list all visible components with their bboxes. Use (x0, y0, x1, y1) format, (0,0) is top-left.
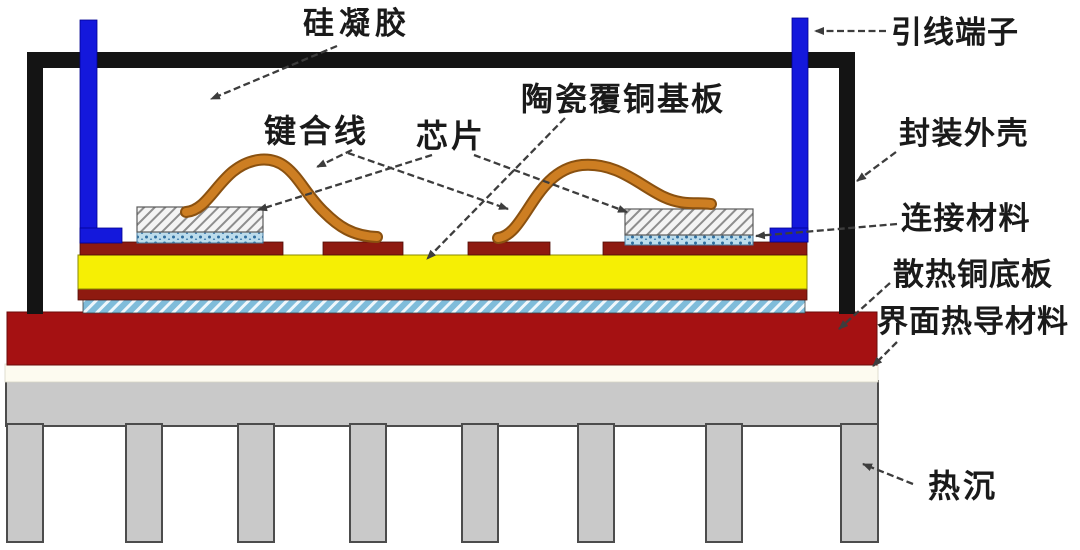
arrow-dbc-substrate (426, 117, 566, 260)
lead-terminal-left (79, 19, 123, 244)
arrow-heat-sink (862, 462, 914, 486)
arrow-bonding-wire-left (316, 148, 353, 169)
annotation-labels: 硅凝胶 引线端子 键合线 芯片 陶瓷覆铜基板 封装外壳 连接材料 散热铜底板 界… (264, 6, 1069, 504)
label-connection-material: 连接材料 (901, 201, 1031, 236)
arrow-connection-material (755, 222, 898, 240)
dbc-top-copper-segment (79, 241, 284, 256)
dbc-bottom-copper (77, 288, 808, 301)
dbc-substrate (77, 241, 808, 301)
heatsink-fin (461, 423, 499, 543)
arrow-chip-right (473, 153, 628, 214)
label-interface-tim: 界面热导材料 (877, 304, 1069, 339)
chip-left-assembly (136, 206, 264, 244)
heatsink (5, 380, 879, 543)
dbc-top-copper-segment (322, 241, 404, 256)
label-dbc-substrate: 陶瓷覆铜基板 (521, 81, 725, 117)
lead-terminal-right-post (791, 17, 809, 243)
label-chip: 芯片 (416, 118, 486, 154)
package-shell-top (27, 52, 855, 68)
package-shell (27, 52, 855, 314)
tim-layer (4, 363, 879, 383)
label-heat-sink: 热沉 (928, 468, 998, 504)
chip-right (624, 208, 754, 236)
copper-baseplate-layer (6, 311, 878, 366)
substrate-solder-layer (82, 298, 806, 314)
heatsink-fin (349, 423, 387, 543)
heatsink-fin (840, 423, 879, 543)
arrow-interface-tim (872, 341, 898, 367)
bond-wire-right-core (494, 160, 715, 242)
arrow-copper-baseplate (838, 282, 891, 330)
label-silicone-gel: 硅凝胶 (303, 6, 411, 41)
chip-right-assembly (624, 208, 754, 246)
bond-wire-left (180, 153, 383, 243)
lead-terminal-left-post (79, 19, 98, 244)
label-bonding-wire: 键合线 (264, 113, 369, 149)
package-shell-right-wall (839, 52, 855, 314)
die-solder-right (624, 233, 754, 246)
package-shell-left-wall (27, 52, 43, 314)
bond-wire-left-core (182, 155, 381, 241)
heatsink-fin (6, 423, 44, 543)
label-package-shell: 封装外壳 (899, 116, 1029, 151)
heatsink-base (5, 380, 879, 427)
arrow-package-shell (856, 151, 897, 182)
dbc-ceramic-layer (77, 254, 808, 290)
heatsink-fin (705, 423, 743, 543)
die-solder-left (136, 230, 264, 244)
arrow-silicone-gel (210, 44, 338, 101)
heatsink-fin (125, 423, 163, 543)
bond-wire-right (492, 158, 717, 244)
arrow-chip-left (257, 153, 433, 212)
annotation-arrows (210, 27, 914, 486)
arrow-bonding-wire-right (347, 151, 509, 211)
label-copper-baseplate: 散热铜底板 (893, 257, 1053, 292)
lead-terminal-left-foot (79, 227, 123, 244)
dbc-top-copper-segment (467, 241, 551, 256)
heatsink-fin (237, 423, 275, 543)
heatsink-fin (577, 423, 615, 543)
lead-terminal-right (769, 17, 809, 243)
label-lead-terminal: 引线端子 (891, 15, 1019, 50)
